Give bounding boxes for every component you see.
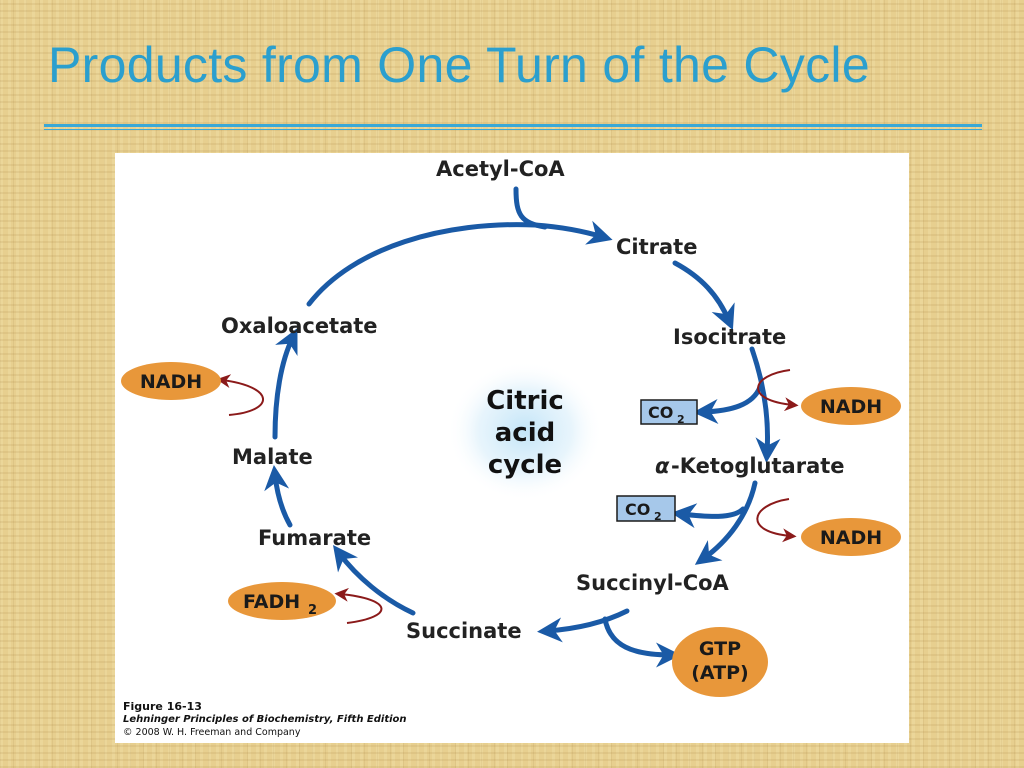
arrow-ketoglutarate-to-succinylcoa [694,480,758,565]
pill-nadh-malate-text: NADH [140,371,202,393]
label-citrate: Citrate [616,235,697,259]
label-fumarate: Fumarate [258,526,371,550]
pill-nadh-isocitrate: NADH [801,387,901,425]
arrow-citrate-to-isocitrate [672,260,735,331]
arrow-co2-branch-2 [671,503,746,529]
arrow-co2-branch-1 [693,384,763,424]
label-oxaloacetate: Oxaloacetate [221,314,378,338]
pill-nadh-ketoglutarate: NADH [801,518,901,556]
arrow-oxaloacetate-to-citrate [306,220,613,307]
label-alpha-symbol: α [655,454,670,478]
arrow-succinylcoa-to-succinate [537,608,630,643]
co2-box-1: CO 2 [640,399,698,426]
center-label-line-3: cycle [488,450,562,480]
pill-fadh2: FADH 2 [228,582,336,620]
slide-title: Products from One Turn of the Cycle [48,37,870,93]
pill-fadh2-text: FADH [243,591,300,613]
co2-box-1-subscript: 2 [677,413,685,426]
co2-box-2: CO 2 [616,495,676,523]
arrow-succinate-to-fumarate [332,545,416,616]
label-ketoglutarate: -Ketoglutarate [671,454,845,478]
title-underline [44,124,982,127]
caption-figure-number: Figure 16-13 [123,700,202,713]
label-succinyl-coa: Succinyl-CoA [576,571,730,595]
arrow-isocitrate-to-ketoglutarate [749,346,781,463]
cycle-diagram: Citric acid cycle Acetyl-CoA [121,157,901,697]
center-label-line-2: acid [495,418,555,448]
pill-fadh2-subscript: 2 [308,603,317,618]
pill-gtp-text: GTP [699,638,741,660]
citric-acid-cycle-figure: Citric acid cycle Acetyl-CoA [115,153,909,743]
pill-nadh-isocitrate-text: NADH [820,396,882,418]
label-malate: Malate [232,445,313,469]
figure-caption: Figure 16-13 Lehninger Principles of Bio… [123,700,407,739]
hook-nadh-isocitrate [757,369,799,412]
co2-box-2-subscript: 2 [654,510,662,523]
arrow-acetylcoa-entry [513,186,548,230]
pill-nadh-malate: NADH [121,362,221,400]
label-acetyl-coa: Acetyl-CoA [436,157,565,181]
arrow-gtp-branch [602,616,681,668]
hook-nadh-malate [216,374,264,416]
hook-fadh2-succinate [334,587,383,624]
arrow-fumarate-to-malate [264,465,293,528]
label-isocitrate: Isocitrate [673,325,786,349]
caption-book-title: Lehninger Principles of Biochemistry, Fi… [123,714,407,725]
center-glow [447,361,603,501]
title-underline-thin [44,129,982,130]
pill-atp-text: (ATP) [691,662,748,684]
co2-box-2-text: CO [625,500,650,519]
co2-box-1-text: CO [648,403,673,422]
hook-nadh-ketoglutarate [756,498,797,543]
arrow-malate-to-oxaloacetate [272,328,298,440]
pill-gtp-atp: GTP (ATP) [672,627,768,697]
center-label-line-1: Citric [486,386,564,416]
pill-nadh-ketoglutarate-text: NADH [820,527,882,549]
caption-copyright: © 2008 W. H. Freeman and Company [123,727,301,738]
label-succinate: Succinate [406,619,522,643]
